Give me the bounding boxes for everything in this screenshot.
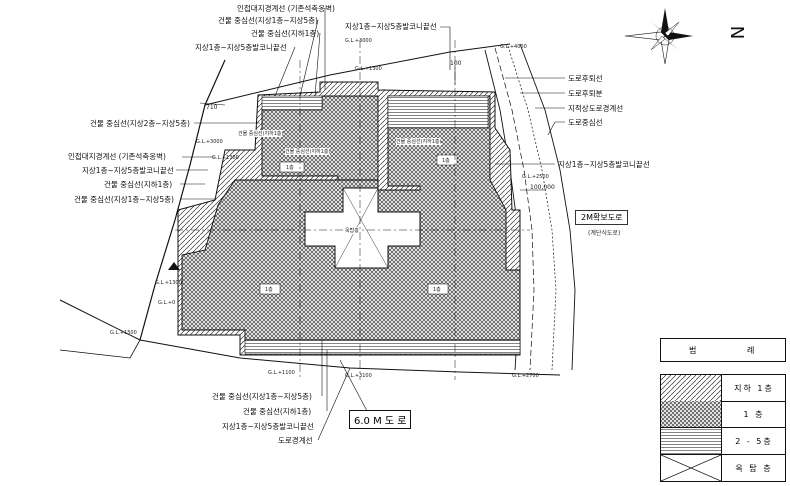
legend: 범 례 지하 1층 1 층 2 - 5층 옥 탑 층	[660, 338, 786, 482]
room-tag-upper: 건물 중심선(지하1층)	[396, 138, 442, 145]
legend-label: 1 층	[743, 410, 765, 419]
legend-title: 범 례	[660, 338, 786, 362]
label-balcony-1: 지상1층~지상5층발코니끝선	[195, 43, 287, 52]
label-road-boundary-a: 도로후퇴선	[568, 74, 603, 83]
level-mark: G.L.+3100	[345, 373, 372, 379]
dim-mark-1	[168, 262, 180, 270]
inner-tag-box-3	[259, 283, 281, 295]
level-mark: G.L.+1300	[355, 66, 382, 72]
site-boundary-top	[204, 43, 511, 106]
legend-row-upper: 2 - 5층	[660, 428, 786, 455]
legend-label: 2 - 5층	[735, 437, 773, 446]
level-mark: G.L.+1300	[155, 280, 182, 286]
dim-710: 710	[206, 104, 218, 111]
label-adj-boundary-2: 인접대지경계선 (기존석축옹벽)	[68, 152, 166, 161]
room-tag: 1층	[433, 287, 441, 293]
road-label-side-sub: (계단식도로)	[588, 230, 621, 237]
road-label-main: 6.0 M 도 로	[349, 410, 412, 429]
label-bottom-1: 건물 중심선(지상1층~지상5층)	[212, 392, 312, 401]
room-tag: 1층	[286, 165, 294, 171]
label-balcony-2: 지상1층~지상5층발코니끝선	[82, 166, 174, 175]
north-arrow-icon	[624, 8, 693, 65]
legend-label: 지하 1층	[734, 384, 774, 393]
legend-swatch-upper	[661, 428, 722, 454]
level-mark: G.L.+4000	[500, 44, 527, 50]
legend-row-rooftop: 옥 탑 층	[660, 455, 786, 482]
label-bottom-2: 건물 중심선(지하1층)	[243, 407, 312, 416]
legend-title-b: 례	[747, 346, 755, 355]
room-tag-rooftop: 옥탑층	[345, 227, 359, 234]
site-boundary-left	[139, 59, 226, 341]
leader-lines-right	[440, 26, 565, 165]
room-tag: 1층	[265, 287, 273, 293]
upper-floor-zone-3	[244, 339, 521, 355]
legend-label: 옥 탑 층	[735, 464, 773, 473]
legend-swatch-basement	[661, 375, 722, 401]
label-road-center: 도로중심선	[568, 118, 603, 127]
site-boundary-bottom	[59, 299, 561, 376]
legend-row-basement: 지하 1층	[660, 374, 786, 402]
upper-floor-zone-1	[261, 95, 323, 111]
level-mark: G.L.+3000	[345, 38, 372, 44]
legend-row-first: 1 층	[660, 401, 786, 428]
label-bottom-3: 지상1층~지상5층발코니끝선	[222, 422, 314, 431]
site-boundary-bottom-2	[59, 339, 141, 359]
leader-lines-left	[176, 8, 326, 200]
dim-mark-4	[199, 102, 226, 106]
room-tag-upper: 건물 중심선(지하1층)	[285, 148, 331, 155]
room-tag: 1층	[442, 158, 450, 164]
room-tag-upper: 건물 중심선(지하1층)	[238, 130, 284, 137]
legend-swatch-first	[661, 401, 722, 427]
level-mark: G.L.+2700	[512, 373, 539, 379]
upper-floor-zone-2	[387, 95, 489, 129]
label-balcony-right: 지상1층~지상5층발코니끝선	[558, 160, 650, 169]
inner-tag-box-1	[279, 161, 305, 173]
road-line-4	[519, 43, 576, 371]
dim-100: 100	[450, 60, 462, 67]
road-label-side: 2M확보도로	[575, 210, 629, 225]
legend-title-a: 범	[689, 346, 697, 355]
label-bldg-center-4: 건물 중심선(지하1층)	[104, 180, 173, 189]
inner-tag-box-4	[427, 283, 449, 295]
level-mark: G.L.+2500	[522, 174, 549, 180]
label-road-boundary-b: 도로후퇴분	[568, 89, 603, 98]
label-bldg-center-1: 건물 중심선(지상1층~지상5층)	[218, 16, 318, 25]
level-mark: G.L.+1300	[212, 155, 239, 161]
level-mark: G.L.+0	[158, 300, 176, 306]
north-label: N	[726, 25, 748, 40]
legend-swatch-rooftop	[661, 455, 722, 481]
road-line-2	[494, 47, 535, 371]
label-bldg-center-5: 건물 중심선(지상1층~지상5층)	[74, 195, 174, 204]
level-mark: G.L.+1500	[110, 330, 137, 336]
label-bldg-center-3: 건물 중심선(지상2층~지상5층)	[90, 119, 190, 128]
label-bldg-center-2: 건물 중심선(지하1층)	[251, 29, 320, 38]
label-adj-boundary-1: 인접대지경계선 (기존석축옹벽)	[237, 4, 335, 13]
label-bottom-4: 도로경계선	[278, 436, 313, 445]
level-mark: G.L.+3000	[196, 139, 223, 145]
label-road-boundary-c: 지적상도로경계선	[568, 104, 624, 113]
dim-100000: 100,000	[530, 184, 555, 191]
inner-tag-box-2	[436, 154, 458, 166]
label-balcony-top: 지상1층~지상5층발코니끝선	[345, 22, 437, 31]
level-mark: G.L.+1100	[268, 370, 295, 376]
